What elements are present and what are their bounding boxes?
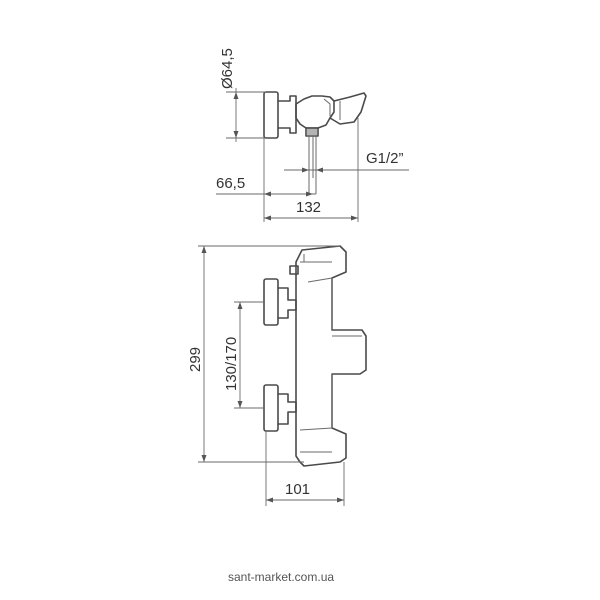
side-lever-handle (329, 92, 367, 125)
thread-label: G1/2” (366, 150, 404, 167)
spacing-arrow-top (237, 302, 243, 309)
upper-wall-flange (263, 278, 279, 326)
thread-arrow-right (316, 167, 323, 173)
height-arrow-top (201, 246, 207, 253)
side-view: Ø64,5 G1/2” 66,5 132 (216, 48, 409, 222)
side-outlet-ext (308, 136, 317, 194)
width-arrow-right (337, 497, 344, 503)
upper-connector (277, 287, 297, 319)
depth-arrow-right (351, 215, 358, 221)
offset-label: 66,5 (216, 175, 245, 192)
depth-arrow-left (264, 215, 271, 221)
diameter-dim-line (226, 88, 266, 142)
spacing-dim-ext (234, 301, 264, 409)
spacing-arrow-bottom (237, 401, 243, 408)
diameter-arrow-top (233, 92, 239, 99)
bottom-handle-detail (299, 427, 333, 453)
offset-arrow-left (264, 191, 271, 197)
thread-arrow-left (302, 167, 309, 173)
height-dim-ext (198, 245, 340, 463)
front-view: 299 130/170 101 (187, 245, 367, 506)
lower-wall-flange (263, 384, 279, 432)
side-connector (277, 95, 297, 134)
top-handle-detail (300, 254, 333, 283)
lower-connector (277, 393, 297, 425)
diameter-arrow-bottom (233, 131, 239, 138)
width-dim-ext (265, 431, 345, 506)
side-body (295, 95, 335, 129)
offset-arrow-right (306, 191, 313, 197)
side-lever-detail-2 (323, 98, 331, 116)
side-wall-flange (263, 91, 279, 139)
diameter-label: Ø64,5 (219, 48, 236, 89)
width-arrow-left (266, 497, 273, 503)
spacing-label: 130/170 (223, 337, 240, 391)
top-handle-stub (289, 265, 299, 275)
front-body (295, 245, 367, 467)
side-outlet-hatch (306, 129, 318, 135)
depth-label: 132 (296, 199, 321, 216)
height-arrow-bottom (201, 455, 207, 462)
width-label: 101 (285, 481, 310, 498)
watermark-text: sant-market.com.ua (228, 570, 334, 584)
height-label: 299 (187, 347, 204, 372)
